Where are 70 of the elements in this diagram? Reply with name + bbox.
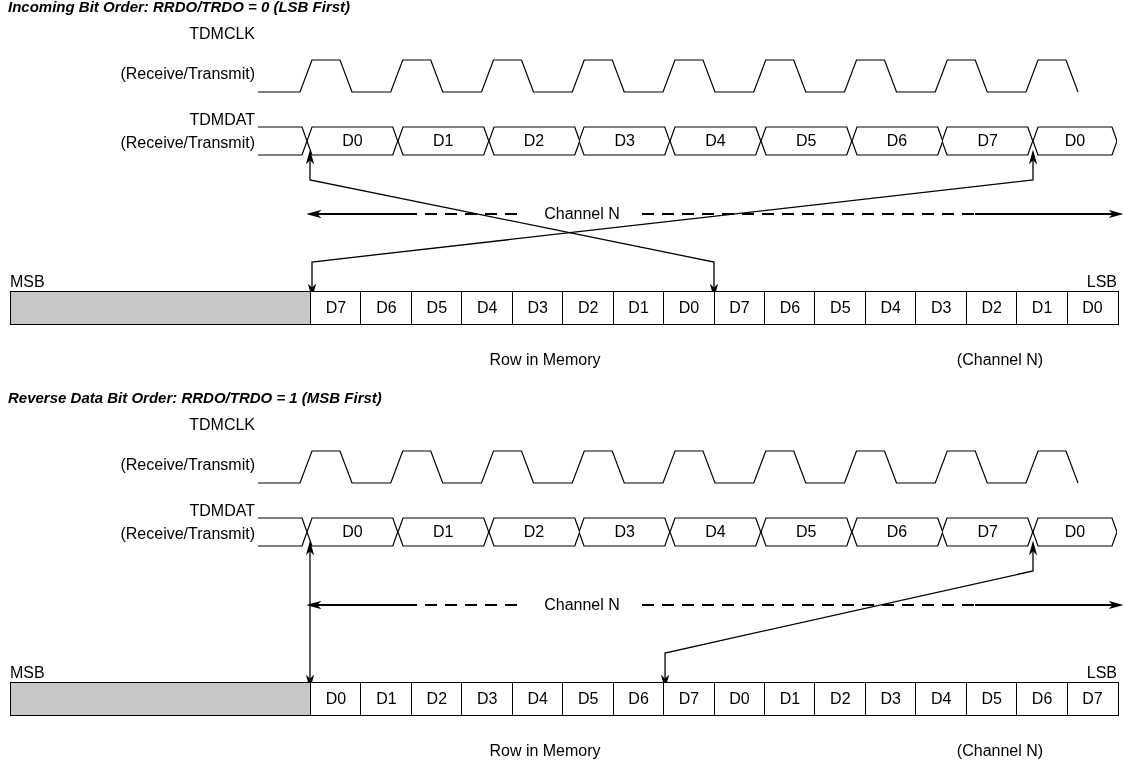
memory-cell: D2 (562, 291, 615, 325)
data-bit: D5 (760, 126, 852, 156)
memory-cell: D0 (310, 682, 362, 716)
data-bit: D3 (579, 517, 670, 547)
memory-cell: D3 (864, 682, 917, 716)
shaded-cell (10, 682, 311, 716)
memory-cell: D0 (713, 682, 766, 716)
shaded-cell (10, 291, 311, 325)
data-bit: D2 (488, 126, 580, 156)
memory-cell: D4 (461, 291, 514, 325)
memory-cell: D5 (965, 682, 1018, 716)
memory-cell: D6 (763, 291, 816, 325)
bit-order-label: LSB (1086, 664, 1117, 682)
signal-note: (Receive/Transmit) (120, 134, 255, 152)
memory-cell: D4 (864, 291, 917, 325)
memory-cell: D3 (511, 291, 564, 325)
memory-cell: D1 (1016, 291, 1069, 325)
signal-note: (Receive/Transmit) (120, 65, 255, 83)
data-bit: D7 (942, 126, 1033, 156)
channel-caption: (Channel N) (956, 351, 1044, 369)
section-title: Reverse Data Bit Order: RRDO/TRDO = 1 (MSB First) (8, 389, 382, 407)
signal-name: TDMDAT (189, 502, 255, 520)
row-caption: Row in Memory (489, 351, 601, 369)
memory-cell: D7 (1066, 682, 1119, 716)
signal-name: TDMDAT (189, 111, 255, 129)
signal-name: TDMCLK (189, 25, 255, 43)
data-bit: D0 (1033, 126, 1117, 156)
bit-order-label: MSB (10, 664, 45, 682)
memory-cell: D5 (410, 291, 463, 325)
memory-cell: D2 (814, 682, 867, 716)
memory-cell: D7 (663, 682, 715, 716)
memory-cell: D6 (360, 291, 413, 325)
data-bit: D0 (1033, 517, 1117, 547)
data-bit: D1 (397, 126, 489, 156)
memory-cell: D1 (360, 682, 413, 716)
memory-cell: D1 (763, 682, 816, 716)
channel-caption: (Channel N) (956, 742, 1044, 760)
row-caption: Row in Memory (489, 742, 601, 760)
data-bit: D5 (760, 517, 852, 547)
memory-cell: D7 (713, 291, 766, 325)
data-bit: D6 (851, 126, 943, 156)
data-bit: D1 (397, 517, 489, 547)
signal-note: (Receive/Transmit) (120, 525, 255, 543)
data-bit: D3 (579, 126, 670, 156)
bit-order-label: LSB (1086, 273, 1117, 291)
signal-note: (Receive/Transmit) (120, 456, 255, 474)
memory-cell: D2 (965, 291, 1018, 325)
memory-cell: D6 (612, 682, 665, 716)
memory-cell: D5 (814, 291, 867, 325)
memory-cell: D2 (410, 682, 463, 716)
memory-cell: D4 (915, 682, 968, 716)
memory-cell: D0 (1066, 291, 1119, 325)
data-bit: D0 (307, 126, 398, 156)
memory-cell: D3 (461, 682, 514, 716)
memory-cell: D5 (562, 682, 615, 716)
data-bit: D0 (307, 517, 398, 547)
memory-cell: D7 (310, 291, 362, 325)
data-bit: D2 (488, 517, 580, 547)
data-bit: D6 (851, 517, 943, 547)
data-bit: D4 (670, 126, 761, 156)
bit-order-label: MSB (10, 273, 45, 291)
section-title: Incoming Bit Order: RRDO/TRDO = 0 (LSB First) (8, 0, 351, 16)
memory-cell: D1 (612, 291, 665, 325)
data-bit: D7 (942, 517, 1033, 547)
memory-cell: D6 (1016, 682, 1069, 716)
signal-name: TDMCLK (189, 416, 255, 434)
data-bit: D4 (670, 517, 761, 547)
memory-cell: D0 (663, 291, 715, 325)
memory-cell: D3 (915, 291, 968, 325)
memory-cell: D4 (511, 682, 564, 716)
